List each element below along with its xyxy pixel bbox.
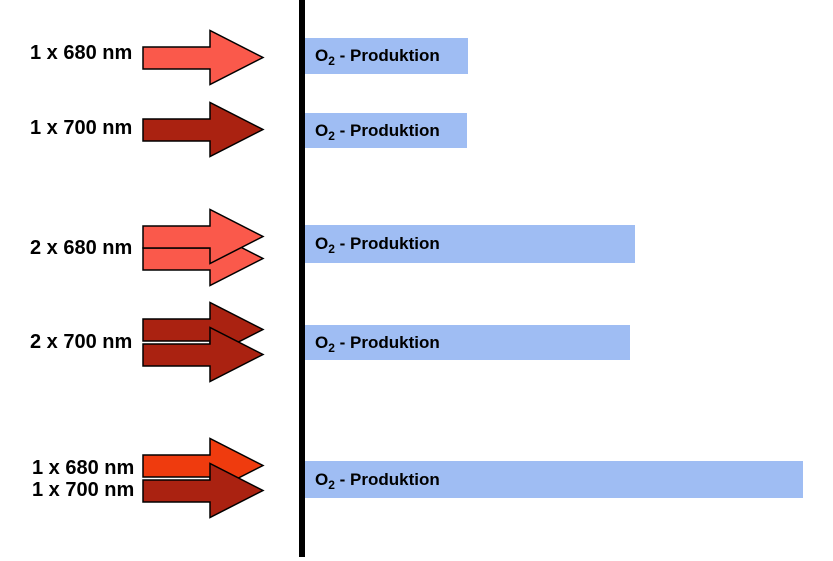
wavelength-label-combo-700: 1 x 700 nm — [32, 479, 135, 501]
wavelength-label-1x700: 1 x 700 nm — [30, 117, 133, 139]
o2-production-label: O2 - Produktion — [315, 46, 440, 68]
light-arrow-700-lower-icon — [142, 326, 265, 383]
production-bar-2x680: O2 - Produktion — [305, 225, 635, 263]
production-bar-combined: O2 - Produktion — [305, 461, 803, 498]
wavelength-label-1x680: 1 x 680 nm — [30, 42, 133, 64]
production-bar-1x700: O2 - Produktion — [305, 113, 467, 148]
o2-production-label: O2 - Produktion — [315, 470, 440, 492]
light-arrow-680-upper-icon — [142, 208, 265, 265]
o2-production-label: O2 - Produktion — [315, 121, 440, 143]
wavelength-label-2x680: 2 x 680 nm — [30, 237, 133, 259]
light-arrow-combo-700-icon — [142, 462, 265, 519]
o2-production-label: O2 - Produktion — [315, 333, 440, 355]
light-arrow-700-icon — [142, 101, 265, 158]
wavelength-label-combo-680: 1 x 680 nm — [32, 457, 135, 479]
light-arrow-680-icon — [142, 29, 265, 86]
production-bar-2x700: O2 - Produktion — [305, 325, 630, 360]
o2-production-label: O2 - Produktion — [315, 234, 440, 256]
production-bar-1x680: O2 - Produktion — [305, 38, 468, 74]
wavelength-label-2x700: 2 x 700 nm — [30, 331, 133, 353]
divider-line — [299, 0, 305, 557]
